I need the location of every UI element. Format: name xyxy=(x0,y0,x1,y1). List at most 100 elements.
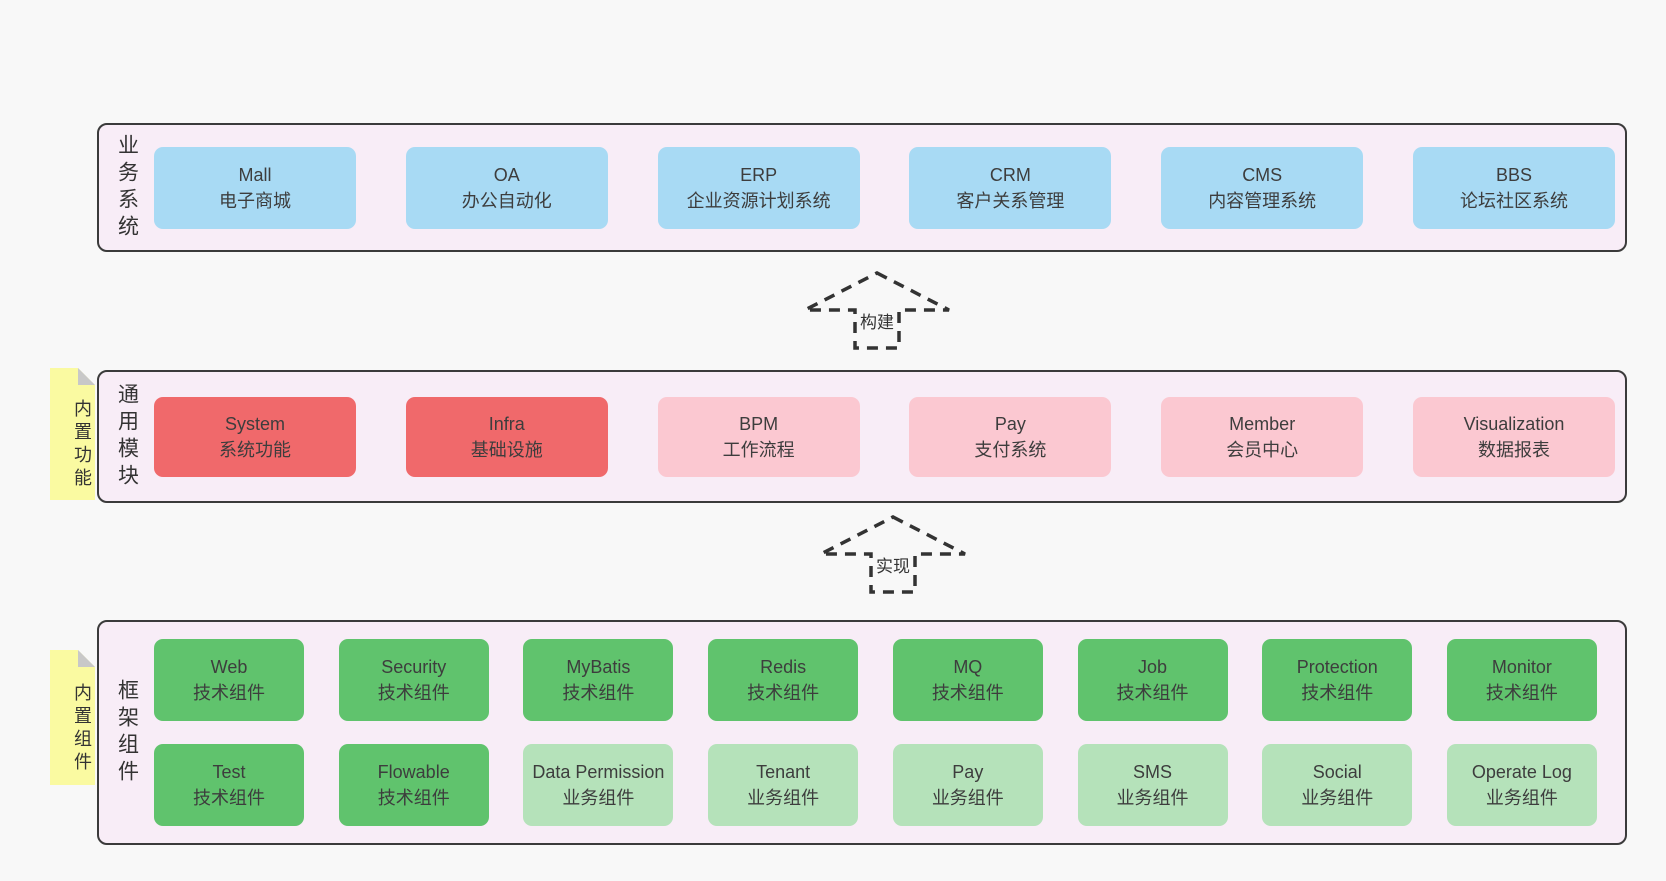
box-test: Test 技术组件 xyxy=(154,744,304,826)
box-title: Test xyxy=(212,762,246,782)
box-title: Tenant xyxy=(756,762,811,782)
sticky-text: 内置组件 xyxy=(72,682,92,775)
box-pay-business: Pay 业务组件 xyxy=(892,744,1043,826)
box-subtitle: 电子商城 xyxy=(219,190,291,211)
box-monitor: Monitor 技术组件 xyxy=(1446,639,1597,721)
box-subtitle: 业务组件 xyxy=(562,788,635,808)
box-social: Social 业务组件 xyxy=(1262,744,1413,826)
box-title: Social xyxy=(1312,762,1362,782)
box-visualization: Visualization 数据报表 xyxy=(1412,396,1615,477)
folded-corner-icon xyxy=(78,650,95,667)
box-data-permission: Data Permission 业务组件 xyxy=(523,744,674,826)
box-title: Flowable xyxy=(377,762,450,782)
box-system: System 系统功能 xyxy=(154,396,356,477)
implement-arrow: 实现 xyxy=(818,514,968,596)
box-title: MQ xyxy=(953,657,983,677)
box-bpm: BPM 工作流程 xyxy=(657,396,860,477)
box-title: Security xyxy=(381,657,447,677)
box-subtitle: 支付系统 xyxy=(974,439,1047,460)
component-boxes-row-2: Test 技术组件 Flowable 技术组件 Data Permission … xyxy=(154,744,1597,826)
box-subtitle: 办公自动化 xyxy=(461,190,552,211)
box-title: System xyxy=(224,413,285,434)
sticky-text: 内置功能 xyxy=(72,399,92,491)
box-title: Monitor xyxy=(1491,657,1552,677)
band-common-modules: 通用模块 System 系统功能 Infra 基础设施 BPM 工作流程 Pay… xyxy=(97,370,1627,503)
box-subtitle: 技术组件 xyxy=(747,683,820,703)
box-subtitle: 企业资源计划系统 xyxy=(686,190,831,211)
up-block-arrow-icon xyxy=(804,271,950,350)
box-mall: Mall 电子商城 xyxy=(154,146,356,229)
band-label-modules: 通用模块 xyxy=(115,382,139,491)
sticky-note-built-in-features: 内置功能 xyxy=(50,368,95,500)
box-infra: Infra 基础设施 xyxy=(405,396,608,477)
box-title: BBS xyxy=(1495,164,1532,185)
box-title: Data Permission xyxy=(532,762,665,782)
box-subtitle: 论坛社区系统 xyxy=(1459,190,1568,211)
box-subtitle: 会员中心 xyxy=(1226,439,1299,460)
box-member: Member 会员中心 xyxy=(1161,396,1364,477)
box-subtitle: 业务组件 xyxy=(931,788,1004,808)
box-title: Mall xyxy=(238,164,272,185)
box-subtitle: 系统功能 xyxy=(219,439,291,460)
box-job: Job 技术组件 xyxy=(1077,639,1228,721)
band-label-components: 框架组件 xyxy=(115,678,139,787)
box-subtitle: 技术组件 xyxy=(377,683,450,703)
box-title: Visualization xyxy=(1463,413,1565,434)
box-subtitle: 业务组件 xyxy=(747,788,820,808)
box-title: Job xyxy=(1138,657,1168,677)
box-title: MyBatis xyxy=(566,657,631,677)
box-oa: OA 办公自动化 xyxy=(405,146,608,229)
module-boxes-row: System 系统功能 Infra 基础设施 BPM 工作流程 Pay 支付系统… xyxy=(154,396,1615,477)
build-arrow: 构建 xyxy=(802,270,952,352)
box-subtitle: 内容管理系统 xyxy=(1208,190,1317,211)
box-subtitle: 技术组件 xyxy=(193,683,265,703)
folded-corner-icon xyxy=(78,368,95,385)
box-web: Web 技术组件 xyxy=(154,639,304,721)
box-sms: SMS 业务组件 xyxy=(1077,744,1228,826)
box-subtitle: 数据报表 xyxy=(1477,439,1550,460)
box-title: Member xyxy=(1229,413,1296,434)
box-cms: CMS 内容管理系统 xyxy=(1161,146,1364,229)
component-rows: Web 技术组件 Security 技术组件 MyBatis 技术组件 Redi… xyxy=(154,639,1597,826)
box-subtitle: 技术组件 xyxy=(562,683,635,703)
box-subtitle: 业务组件 xyxy=(1116,788,1189,808)
box-operate-log: Operate Log 业务组件 xyxy=(1446,744,1597,826)
box-subtitle: 技术组件 xyxy=(1301,683,1374,703)
box-subtitle: 业务组件 xyxy=(1485,788,1558,808)
box-subtitle: 技术组件 xyxy=(1116,683,1189,703)
box-subtitle: 基础设施 xyxy=(470,439,543,460)
business-boxes-row: Mall 电子商城 OA 办公自动化 ERP 企业资源计划系统 CRM 客户关系… xyxy=(154,146,1615,229)
box-pay: Pay 支付系统 xyxy=(909,396,1112,477)
band-label-business: 业务系统 xyxy=(115,133,139,242)
up-block-arrow-icon xyxy=(820,515,966,594)
box-title: Redis xyxy=(760,657,807,677)
box-subtitle: 客户关系管理 xyxy=(956,190,1065,211)
component-boxes-row-1: Web 技术组件 Security 技术组件 MyBatis 技术组件 Redi… xyxy=(154,639,1597,721)
box-subtitle: 工作流程 xyxy=(722,439,795,460)
box-flowable: Flowable 技术组件 xyxy=(338,744,489,826)
box-title: SMS xyxy=(1133,762,1173,782)
implement-arrow-label: 实现 xyxy=(873,552,913,577)
box-protection: Protection 技术组件 xyxy=(1262,639,1413,721)
box-title: Infra xyxy=(488,413,525,434)
box-title: Pay xyxy=(952,762,984,782)
box-title: ERP xyxy=(740,164,778,185)
box-erp: ERP 企业资源计划系统 xyxy=(657,146,860,229)
box-title: OA xyxy=(493,164,520,185)
box-tenant: Tenant 业务组件 xyxy=(708,744,859,826)
box-crm: CRM 客户关系管理 xyxy=(909,146,1112,229)
band-business-systems: 业务系统 Mall 电子商城 OA 办公自动化 ERP 企业资源计划系统 CRM… xyxy=(97,123,1627,252)
box-subtitle: 技术组件 xyxy=(1485,683,1558,703)
box-title: Protection xyxy=(1296,657,1378,677)
box-subtitle: 技术组件 xyxy=(931,683,1004,703)
box-title: BPM xyxy=(739,413,779,434)
box-redis: Redis 技术组件 xyxy=(708,639,859,721)
sticky-note-built-in-components: 内置组件 xyxy=(50,650,95,785)
band-framework-components: 框架组件 Web 技术组件 Security 技术组件 MyBatis 技术组件… xyxy=(97,620,1627,845)
box-subtitle: 业务组件 xyxy=(1301,788,1374,808)
box-title: CRM xyxy=(989,164,1031,185)
box-title: Operate Log xyxy=(1471,762,1572,782)
box-mybatis: MyBatis 技术组件 xyxy=(523,639,674,721)
box-title: Pay xyxy=(994,413,1026,434)
